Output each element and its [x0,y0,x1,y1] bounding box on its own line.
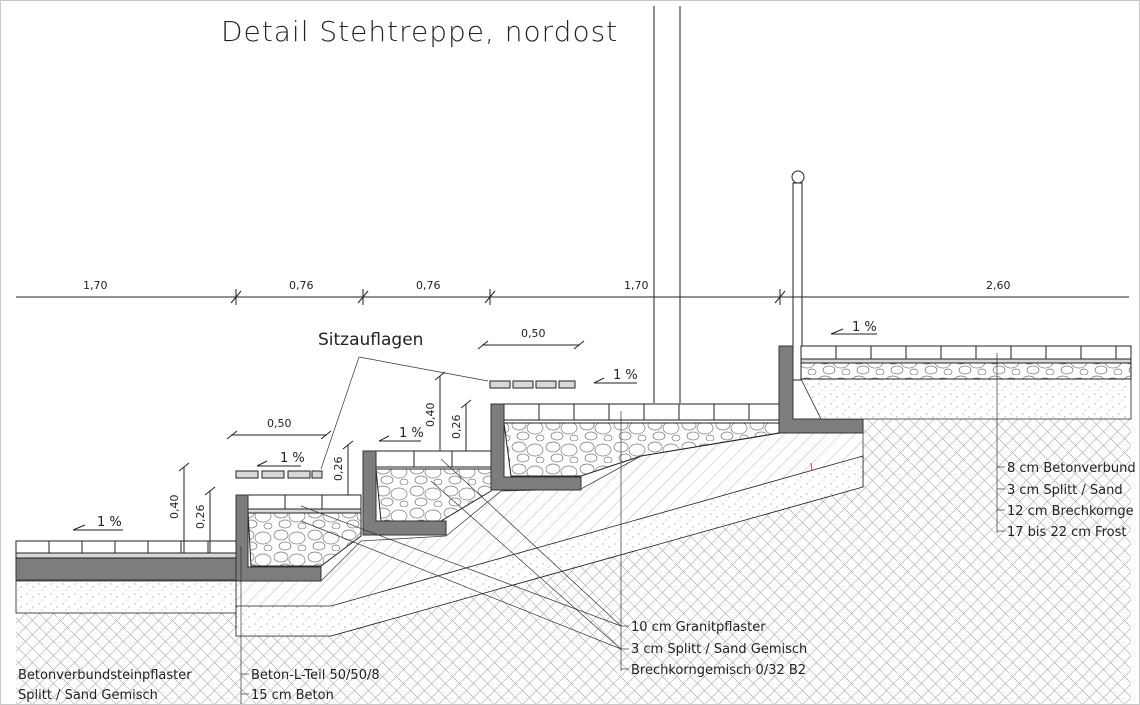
slope-left: 1 % [97,515,122,530]
callout-wall-1: Beton-L-Teil 50/50/8 [251,668,380,683]
railing-post [792,182,803,381]
railing-post-top [791,170,805,184]
left-subbase [15,580,237,614]
dim-height-upper-total: 0,40 [424,403,437,428]
left-concrete-layer [15,557,237,581]
upper-pavers [800,345,1132,360]
callout-right-2: 3 cm Splitt / Sand [1007,483,1123,498]
callout-wall-2: 15 cm Beton [251,688,334,703]
l-wall-3 [490,403,582,491]
dim-height-mid-step: 0,26 [332,457,345,482]
step3-pavers [503,403,780,421]
step1-sand [247,508,362,514]
left-sand-layer [15,552,237,559]
granite-ticks [621,625,629,670]
callout-right-3: 12 cm Brechkornge [1007,504,1134,519]
slope-mid: 1 % [399,426,424,441]
dim-height-left-step: 0,26 [194,505,207,530]
callout-granite-1: 10 cm Granitpflaster [631,620,766,635]
dim-seat-lower: 0,50 [267,417,292,430]
dim-height-upper-step: 0,26 [450,415,463,440]
subbase-band [235,455,864,637]
seat-pads-lower [235,470,323,479]
dim-top-3: 0,76 [416,279,441,292]
upper-frost-layer [800,378,1132,420]
upper-gravel-layer [800,362,1132,380]
red-mark [810,462,813,472]
dim-top-2: 0,76 [289,279,314,292]
step1-pavers [247,494,362,510]
l-wall-2 [362,450,447,536]
dim-top-1: 1,70 [83,279,108,292]
step2-pavers [375,450,492,468]
label-sitzauflagen: Sitzauflagen [318,330,423,350]
granite-leaders [300,411,622,671]
drawing-title: Detail Stehtreppe, nordost [221,15,618,48]
dim-top-4: 1,70 [624,279,649,292]
slope-upper: 1 % [613,368,638,383]
sitzauflagen-leaders [320,356,489,470]
slope-right: 1 % [852,320,877,335]
left-pavers [15,540,237,554]
seat-pads-upper [489,380,576,389]
upper-sand-layer [800,358,1132,364]
dim-seat-upper: 0,50 [521,327,546,340]
callout-left-2: Splitt / Sand Gemisch [18,688,158,703]
step2-gravel [375,468,492,522]
seat-width-dims [226,340,585,440]
top-dimension-line [16,289,1129,305]
wall-callout-ticks [241,673,249,695]
l-wall-1 [235,494,322,582]
callout-granite-2: 3 cm Splitt / Sand Gemisch [631,642,807,657]
slope-arrows [72,328,877,531]
callout-right-4: 17 bis 22 cm Frost [1007,525,1126,540]
callout-left-1: Betonverbundsteinpflaster [18,668,192,683]
right-callout-ticks [997,466,1005,532]
callout-granite-3: Brechkorngemisch 0/32 B2 [631,663,806,678]
callout-right-1: 8 cm Betonverbund [1007,461,1136,476]
slope-seat-low: 1 % [280,451,305,466]
height-dims [178,371,472,553]
dim-top-5: 2,60 [986,279,1011,292]
dim-height-left-total: 0,40 [168,495,181,520]
